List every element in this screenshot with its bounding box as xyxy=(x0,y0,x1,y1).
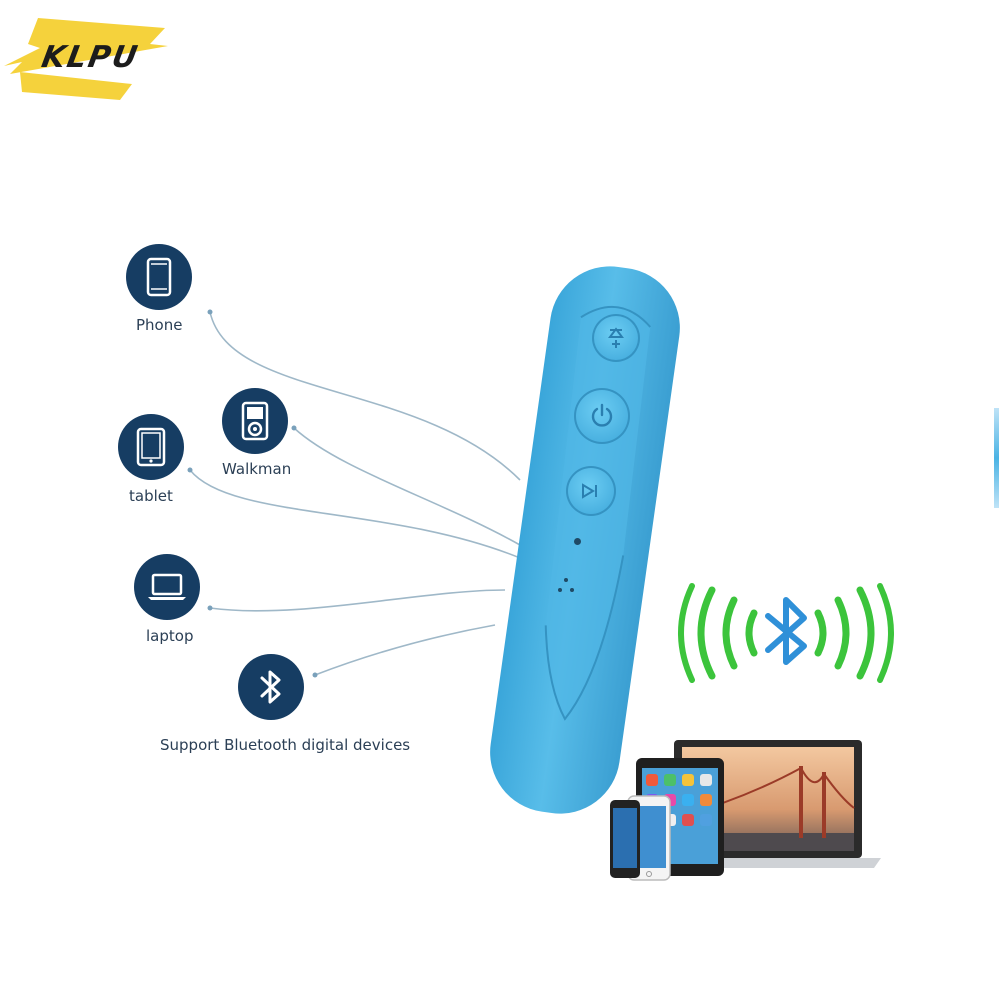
phone-icon xyxy=(146,257,172,297)
signal-wave-right-2 xyxy=(834,596,850,670)
laptop-connector xyxy=(209,589,506,612)
phone-label: Phone xyxy=(136,316,183,334)
bluetooth-label: Support Bluetooth digital devices xyxy=(160,736,411,754)
power-icon xyxy=(591,403,613,427)
laptop-label: laptop xyxy=(146,627,194,645)
signal-wave-right-1 xyxy=(814,609,827,657)
bluetooth-connector xyxy=(314,624,496,676)
walkman-label: Walkman xyxy=(222,460,292,478)
laptop-badge xyxy=(134,554,200,620)
next-track-button[interactable] xyxy=(566,466,616,516)
bluetooth-symbol-icon xyxy=(765,597,807,665)
walkman-connector xyxy=(293,427,521,546)
signal-wave-left-1 xyxy=(745,609,758,657)
next-track-icon xyxy=(582,483,597,499)
phone-device-black xyxy=(610,800,640,878)
led-indicator xyxy=(574,538,581,545)
signal-wave-left-3 xyxy=(697,586,716,680)
device-group-illustration xyxy=(610,740,881,881)
power-button[interactable] xyxy=(574,388,630,444)
logo-banner-shape xyxy=(4,18,168,100)
phone-connector xyxy=(209,311,521,481)
bluetooth-icon xyxy=(260,670,281,704)
signal-wave-right-4 xyxy=(877,583,894,683)
laptop-icon xyxy=(148,573,186,600)
signal-wave-left-2 xyxy=(722,596,738,670)
edge-fragment xyxy=(994,408,999,508)
tablet-label: tablet xyxy=(129,487,173,505)
tablet-icon xyxy=(136,427,166,467)
walkman-badge xyxy=(222,388,288,454)
volume-up-button[interactable] xyxy=(592,314,640,362)
phone-badge xyxy=(126,244,192,310)
walkman-icon xyxy=(241,401,269,441)
tablet-badge xyxy=(118,414,184,480)
signal-wave-left-4 xyxy=(678,583,695,683)
bluetooth-badge xyxy=(238,654,304,720)
brand-logo: KLPU xyxy=(0,0,180,110)
microphone-holes xyxy=(556,578,576,598)
signal-wave-right-3 xyxy=(856,586,875,680)
previous-track-icon xyxy=(608,327,624,348)
bluetooth-signal-graphic xyxy=(678,583,894,683)
tablet-connector xyxy=(189,469,521,559)
